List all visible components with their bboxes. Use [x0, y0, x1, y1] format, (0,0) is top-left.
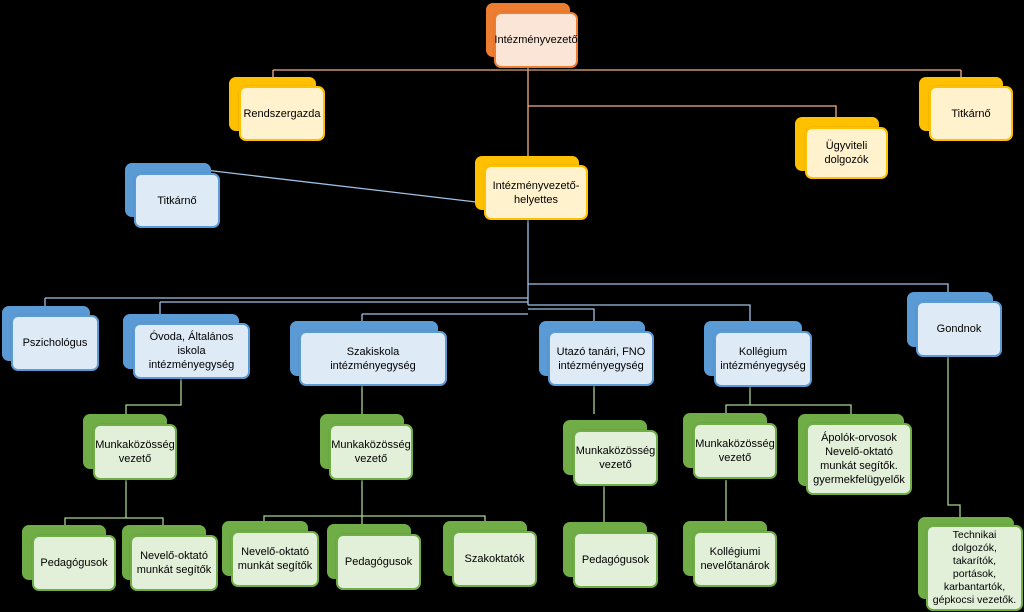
edge-kindergarten: [64, 377, 182, 526]
edge-deputy-secretary: [204, 169, 477, 203]
edge-vocational: [263, 385, 486, 528]
edge-director-admin: [528, 105, 837, 118]
edge-itinerant: [593, 385, 605, 522]
edge-deputy-units: [44, 218, 949, 322]
edge-director-staff: [272, 65, 962, 78]
edge-caretaker: [947, 357, 961, 518]
edge-dormitory: [725, 386, 852, 522]
